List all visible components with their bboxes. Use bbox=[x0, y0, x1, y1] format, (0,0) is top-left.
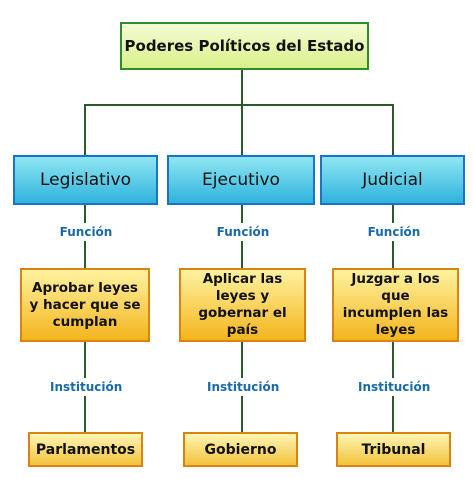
institution-box-judicial: Tribunal bbox=[336, 432, 451, 467]
branch-ejecutivo: Ejecutivo bbox=[167, 155, 315, 205]
root-title: Poderes Políticos del Estado bbox=[124, 37, 365, 55]
branch-ejecutivo-label: Ejecutivo bbox=[202, 170, 280, 190]
institucion-label-judicial: Institución bbox=[356, 378, 432, 396]
institution-text-judicial: Tribunal bbox=[361, 441, 426, 458]
connector-judicial-top bbox=[392, 104, 394, 155]
function-text-judicial: Juzgar a los que incumplen las leyes bbox=[342, 271, 449, 338]
branch-judicial: Judicial bbox=[320, 155, 465, 205]
root-title-box: Poderes Políticos del Estado bbox=[120, 22, 369, 70]
funcion-label-legislativo: Función bbox=[55, 223, 117, 241]
funcion-label-judicial: Función bbox=[363, 223, 425, 241]
connector-horizontal bbox=[84, 104, 394, 106]
institution-box-legislativo: Parlamentos bbox=[28, 432, 143, 467]
institution-text-ejecutivo: Gobierno bbox=[204, 441, 277, 458]
connector-ejecutivo-top bbox=[241, 104, 243, 155]
function-box-judicial: Juzgar a los que incumplen las leyes bbox=[332, 268, 459, 342]
branch-judicial-label: Judicial bbox=[362, 170, 423, 190]
connector-legislativo-top bbox=[84, 104, 86, 155]
institucion-label-legislativo: Institución bbox=[48, 378, 124, 396]
institution-box-ejecutivo: Gobierno bbox=[183, 432, 298, 467]
function-text-ejecutivo: Aplicar las leyes y gobernar el país bbox=[198, 271, 287, 338]
branch-legislativo-label: Legislativo bbox=[40, 170, 131, 190]
institucion-label-ejecutivo: Institución bbox=[205, 378, 281, 396]
function-text-legislativo: Aprobar leyes y hacer que se cumplan bbox=[29, 279, 141, 330]
connector-root-down bbox=[241, 70, 243, 106]
funcion-label-ejecutivo: Función bbox=[212, 223, 274, 241]
institution-text-legislativo: Parlamentos bbox=[35, 441, 136, 458]
function-box-ejecutivo: Aplicar las leyes y gobernar el país bbox=[179, 268, 306, 342]
function-box-legislativo: Aprobar leyes y hacer que se cumplan bbox=[20, 268, 150, 342]
branch-legislativo: Legislativo bbox=[13, 155, 158, 205]
